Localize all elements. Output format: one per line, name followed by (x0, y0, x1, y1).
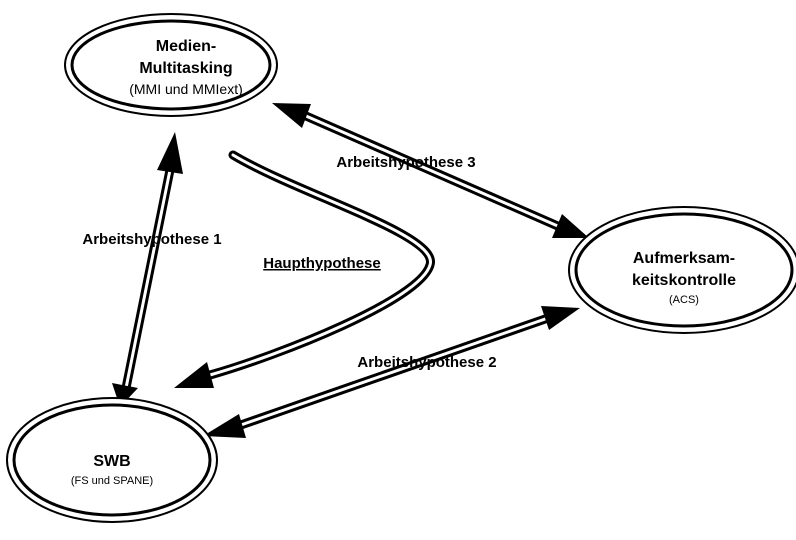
label-hypothesis-3: Arbeitshypothese 3 (336, 154, 475, 171)
swb-node-subtitle: (FS und SPANE) (71, 475, 153, 487)
swb-node-title: SWB (93, 453, 130, 470)
edge-hypothesis-3 (272, 103, 589, 238)
attention-node-title-line1: Aufmerksam- (633, 250, 735, 267)
node-attention-control: Aufmerksam- keitskontrolle (ACS) (568, 206, 796, 334)
edge-hypothesis-1 (112, 132, 183, 407)
label-hypothesis-1: Arbeitshypothese 1 (82, 231, 221, 248)
label-hypothesis-2: Arbeitshypothese 2 (357, 354, 496, 371)
attention-node-title-line2: keitskontrolle (632, 272, 736, 289)
edge-main-hypothesis (174, 150, 435, 388)
edge-hypothesis-2 (203, 306, 580, 438)
label-main-hypothesis: Haupthypothese (263, 255, 381, 272)
media-node-title-line1: Medien- (156, 38, 216, 55)
attention-node-subtitle: (ACS) (669, 294, 699, 306)
node-media-multitasking: Medien- Multitasking (MMI und MMIext) (64, 13, 278, 117)
media-node-subtitle: (MMI und MMIext) (129, 81, 243, 97)
node-swb: SWB (FS und SPANE) (6, 397, 218, 523)
media-node-title-line2: Multitasking (139, 60, 232, 77)
